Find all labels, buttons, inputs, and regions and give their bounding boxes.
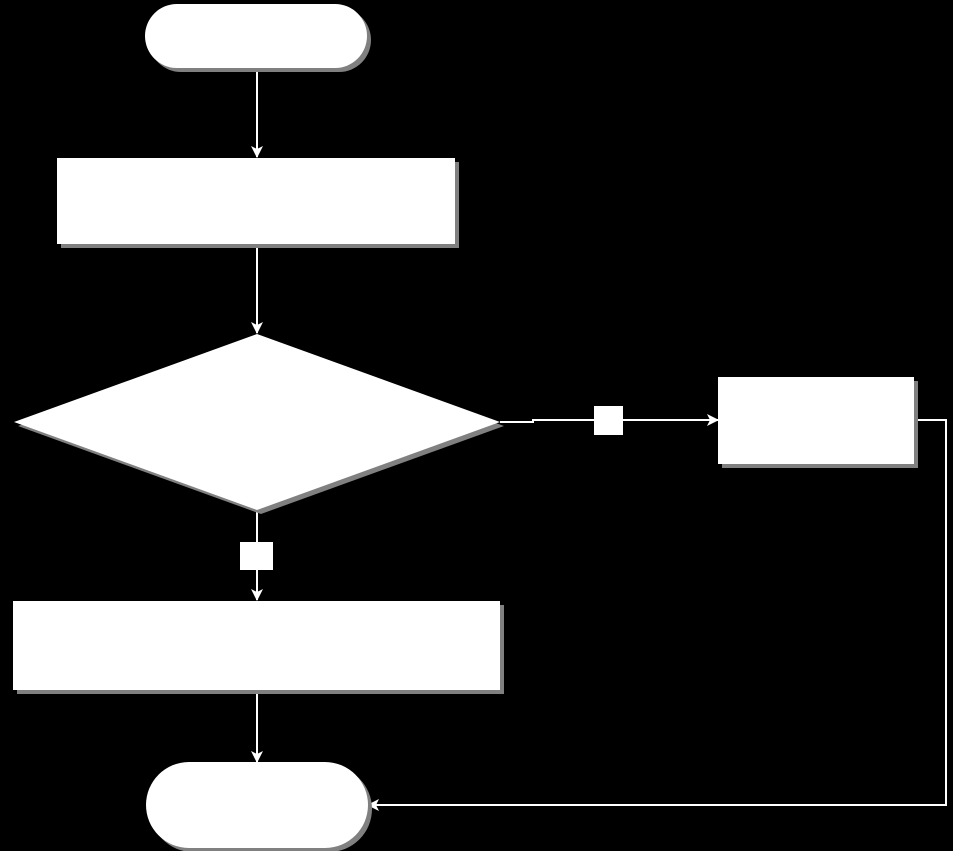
start-terminator: [145, 4, 371, 72]
process-box-1: [57, 158, 459, 248]
decision-diamond: [14, 334, 504, 514]
connector-decision-to-process-3: [500, 414, 719, 426]
edge-label-decision-down: [240, 542, 273, 570]
end-terminator: [146, 762, 372, 851]
connector-process-3-to-end: [367, 419, 947, 811]
process-box-2: [13, 601, 504, 694]
edge-label-decision-right: [594, 406, 623, 435]
process-box-3: [718, 377, 918, 468]
